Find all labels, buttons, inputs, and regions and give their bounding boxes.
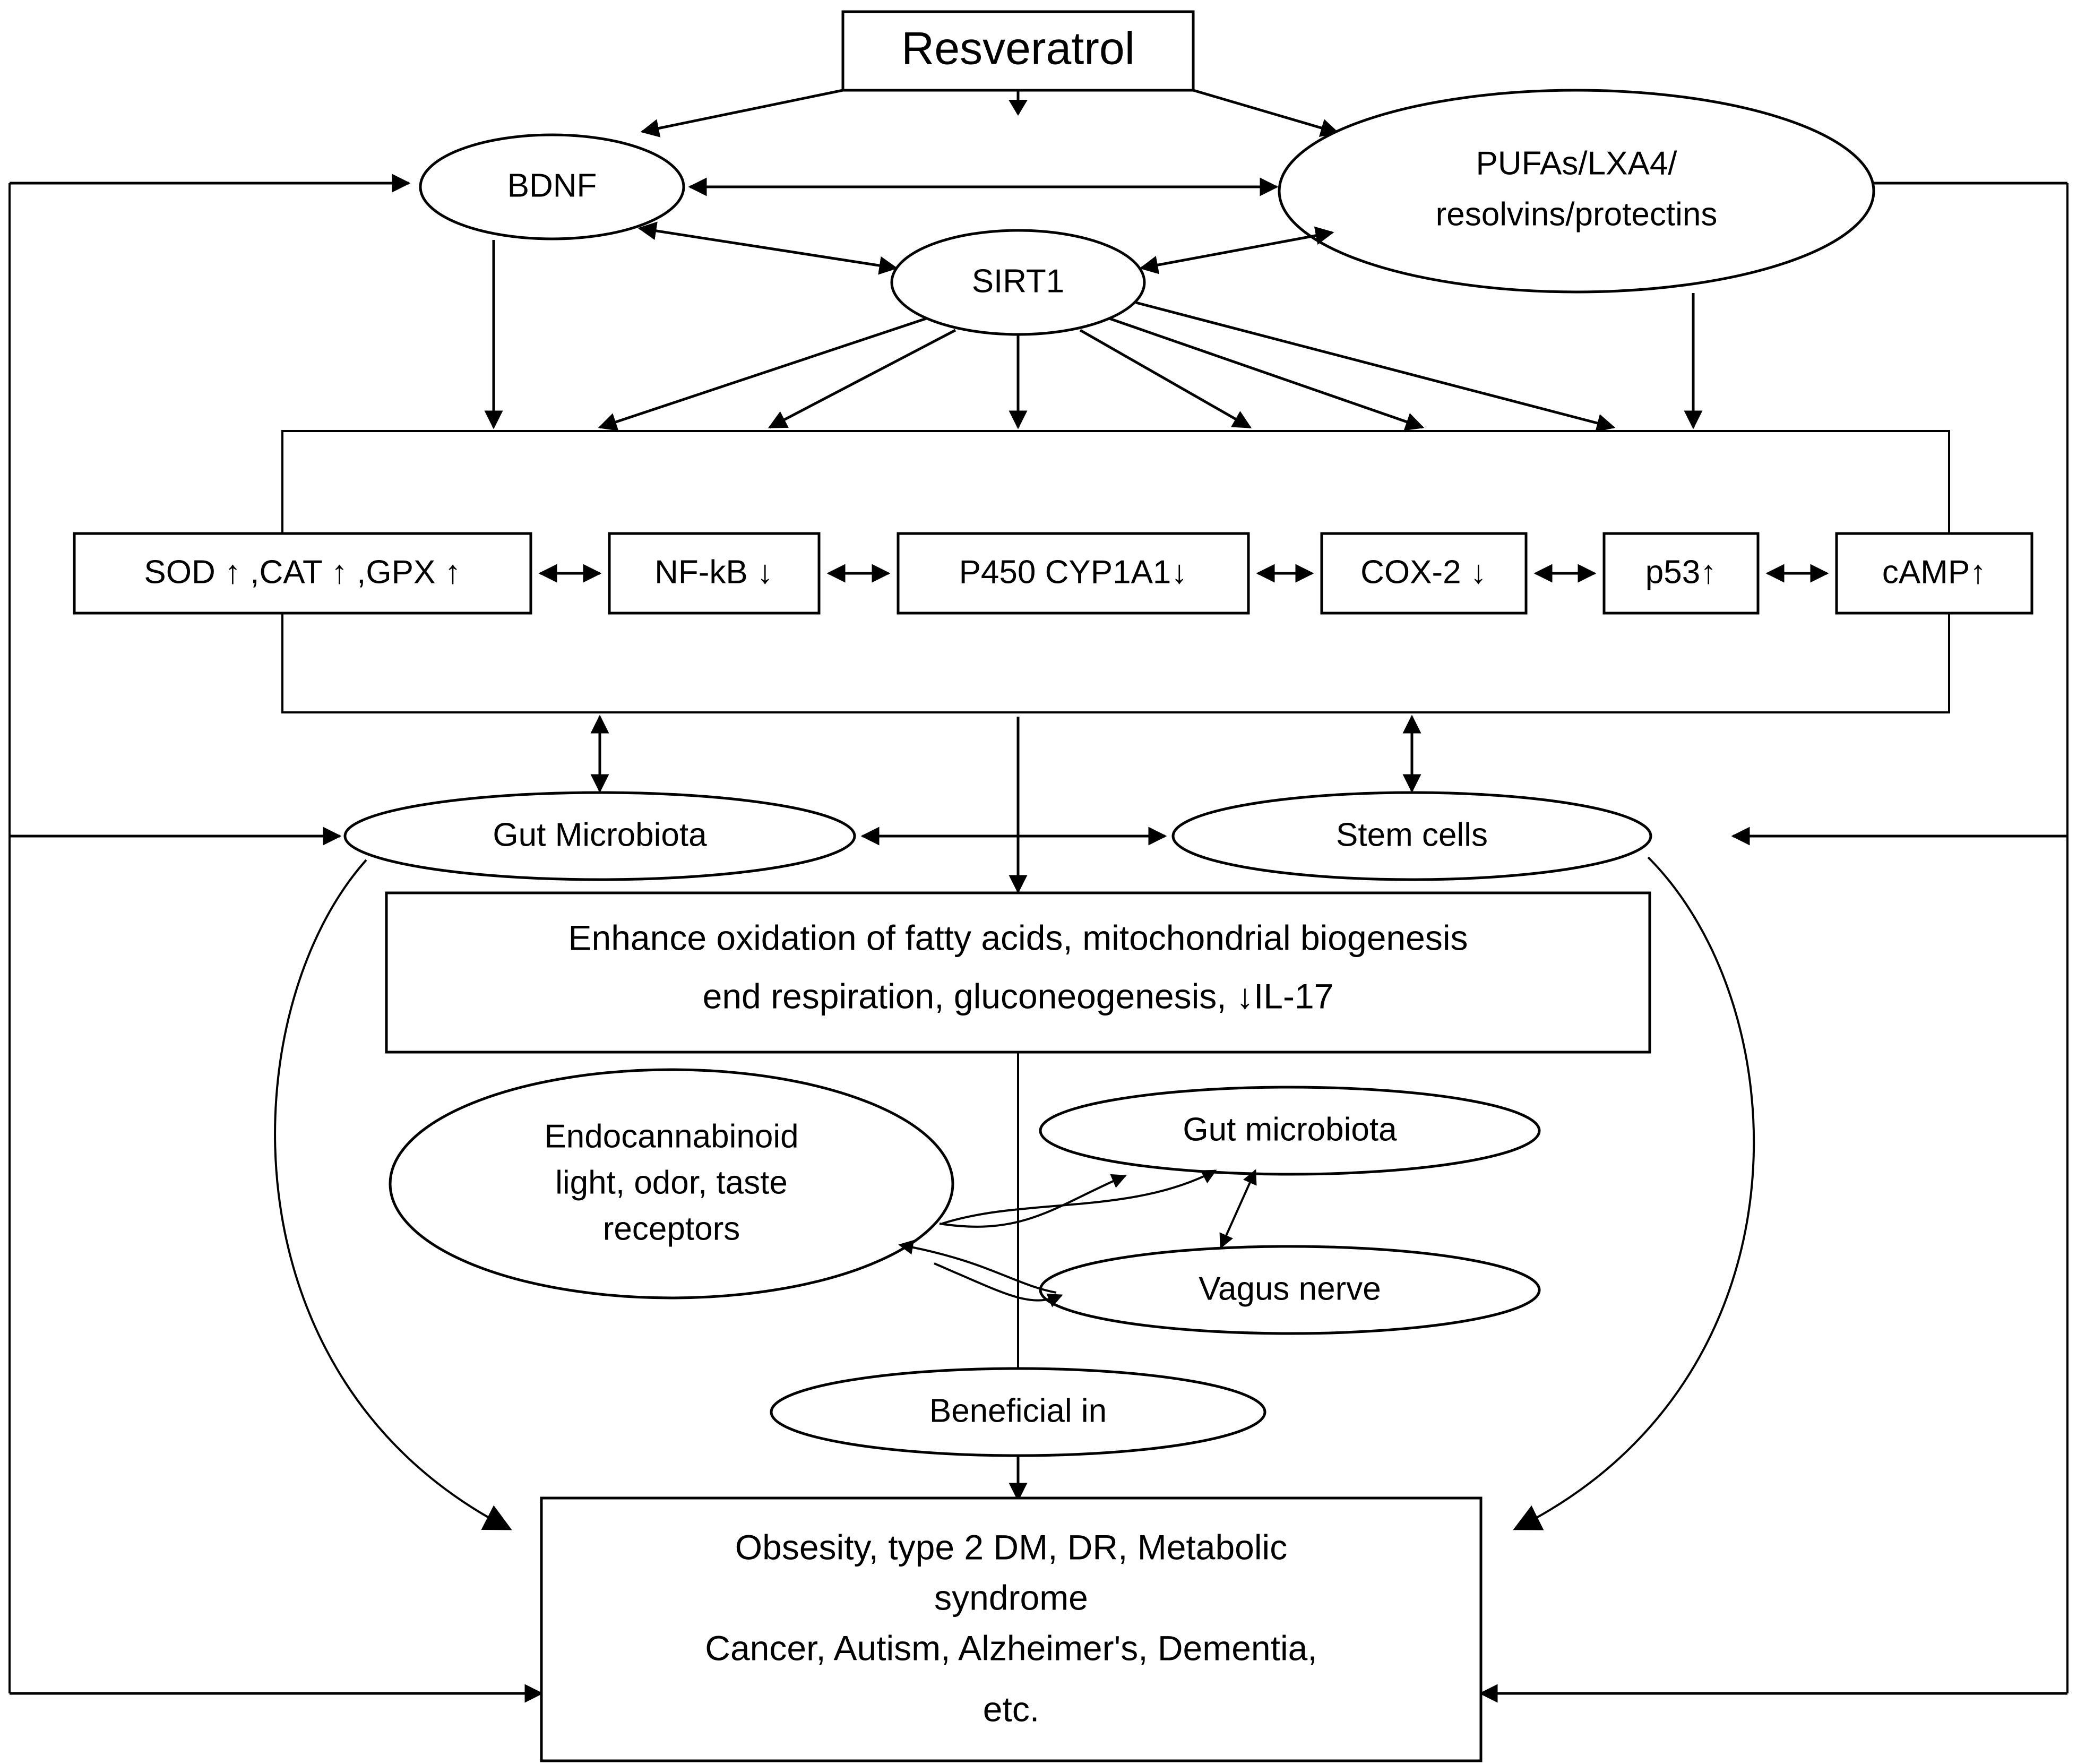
endocannabinoid-line3: receptors: [603, 1210, 740, 1247]
stem-cells-to-outcomes-curve: [1513, 856, 1755, 1530]
beneficial-in-node: Beneficial in: [770, 1367, 1266, 1457]
pufas-node: PUFAs/LXA4/ resolvins/protectins: [1278, 89, 1875, 294]
stem-cells-node: Stem cells: [1171, 791, 1652, 881]
endo-gut-vagus-links: [898, 1169, 1257, 1307]
endocannabinoid-line2: light, odor, taste: [555, 1164, 788, 1201]
pufas-label-line2: resolvins/protectins: [1436, 196, 1718, 233]
gut-microbiota-upper-label: Gut Microbiota: [493, 816, 707, 853]
marker-box-p53: p53↑: [1602, 532, 1760, 615]
resveratrol-box: Resveratrol: [841, 10, 1195, 92]
resveratrol-label: Resveratrol: [901, 23, 1135, 74]
gut-microbiota-lower-node: Gut microbiota: [1039, 1086, 1541, 1176]
vagus-nerve-node: Vagus nerve: [1039, 1245, 1541, 1335]
bdnf-node: BDNF: [419, 133, 685, 240]
gut-microbiota-upper-node: Gut Microbiota: [343, 791, 856, 881]
metabolic-box: Enhance oxidation of fatty acids, mitoch…: [385, 891, 1651, 1054]
bdnf-sirt1-link: [637, 221, 898, 275]
marker-label-cox-2: COX-2 ↓: [1360, 554, 1487, 590]
marker-box-cox-2: COX-2 ↓: [1320, 532, 1528, 615]
pufas-label-line1: PUFAs/LXA4/: [1476, 145, 1677, 182]
marker-label-camp: cAMP↑: [1882, 554, 1986, 590]
outcomes-line3: Cancer, Autism, Alzheimer's, Dementia,: [705, 1628, 1317, 1667]
sirt1-pufas-link: [1139, 226, 1334, 274]
bdnf-label: BDNF: [507, 167, 597, 204]
outcomes-box: Obsesity, type 2 DM, DR, Metabolic syndr…: [540, 1496, 1483, 1762]
outcomes-line4: etc.: [983, 1689, 1039, 1728]
sirt1-node: SIRT1: [890, 229, 1146, 336]
marker-box-p450-cyp1a1: P450 CYP1A1↓: [897, 532, 1250, 615]
beneficial-in-label: Beneficial in: [929, 1392, 1107, 1429]
sirt1-fanout-arrows: [598, 301, 1616, 432]
marker-label-nf-kb: NF-kB ↓: [654, 554, 773, 590]
outcomes-line1: Obsesity, type 2 DM, DR, Metabolic: [735, 1527, 1287, 1567]
metabolic-line1: Enhance oxidation of fatty acids, mitoch…: [568, 918, 1468, 957]
metabolic-line2: end respiration, gluconeogenesis, ↓IL-17: [703, 976, 1334, 1016]
outer-frame-left: [8, 174, 544, 1703]
marker-label-sod-cat-gpx: SOD ↑ ,CAT ↑ ,GPX ↑: [144, 554, 461, 590]
sirt1-label: SIRT1: [972, 263, 1065, 299]
marker-label-p450-cyp1a1: P450 CYP1A1↓: [959, 554, 1188, 590]
marker-label-p53: p53↑: [1645, 554, 1717, 590]
endocannabinoid-line1: Endocannabinoid: [544, 1118, 798, 1155]
outer-frame-right: [1479, 174, 2069, 1703]
gut-microbiota-to-outcomes-curve: [274, 859, 512, 1530]
outcomes-line2: syndrome: [934, 1578, 1088, 1617]
marker-box-nf-kb: NF-kB ↓: [608, 532, 821, 615]
marker-box-sod-cat-gpx: SOD ↑ ,CAT ↑ ,GPX ↑: [73, 532, 532, 615]
resveratrol-arrows: [640, 89, 1340, 137]
marker-box-camp: cAMP↑: [1835, 532, 2033, 615]
endocannabinoid-node: Endocannabinoid light, odor, taste recep…: [389, 1068, 954, 1300]
gut-microbiota-lower-label: Gut microbiota: [1183, 1111, 1397, 1148]
stem-cells-label: Stem cells: [1336, 816, 1488, 853]
vagus-nerve-label: Vagus nerve: [1199, 1270, 1381, 1307]
